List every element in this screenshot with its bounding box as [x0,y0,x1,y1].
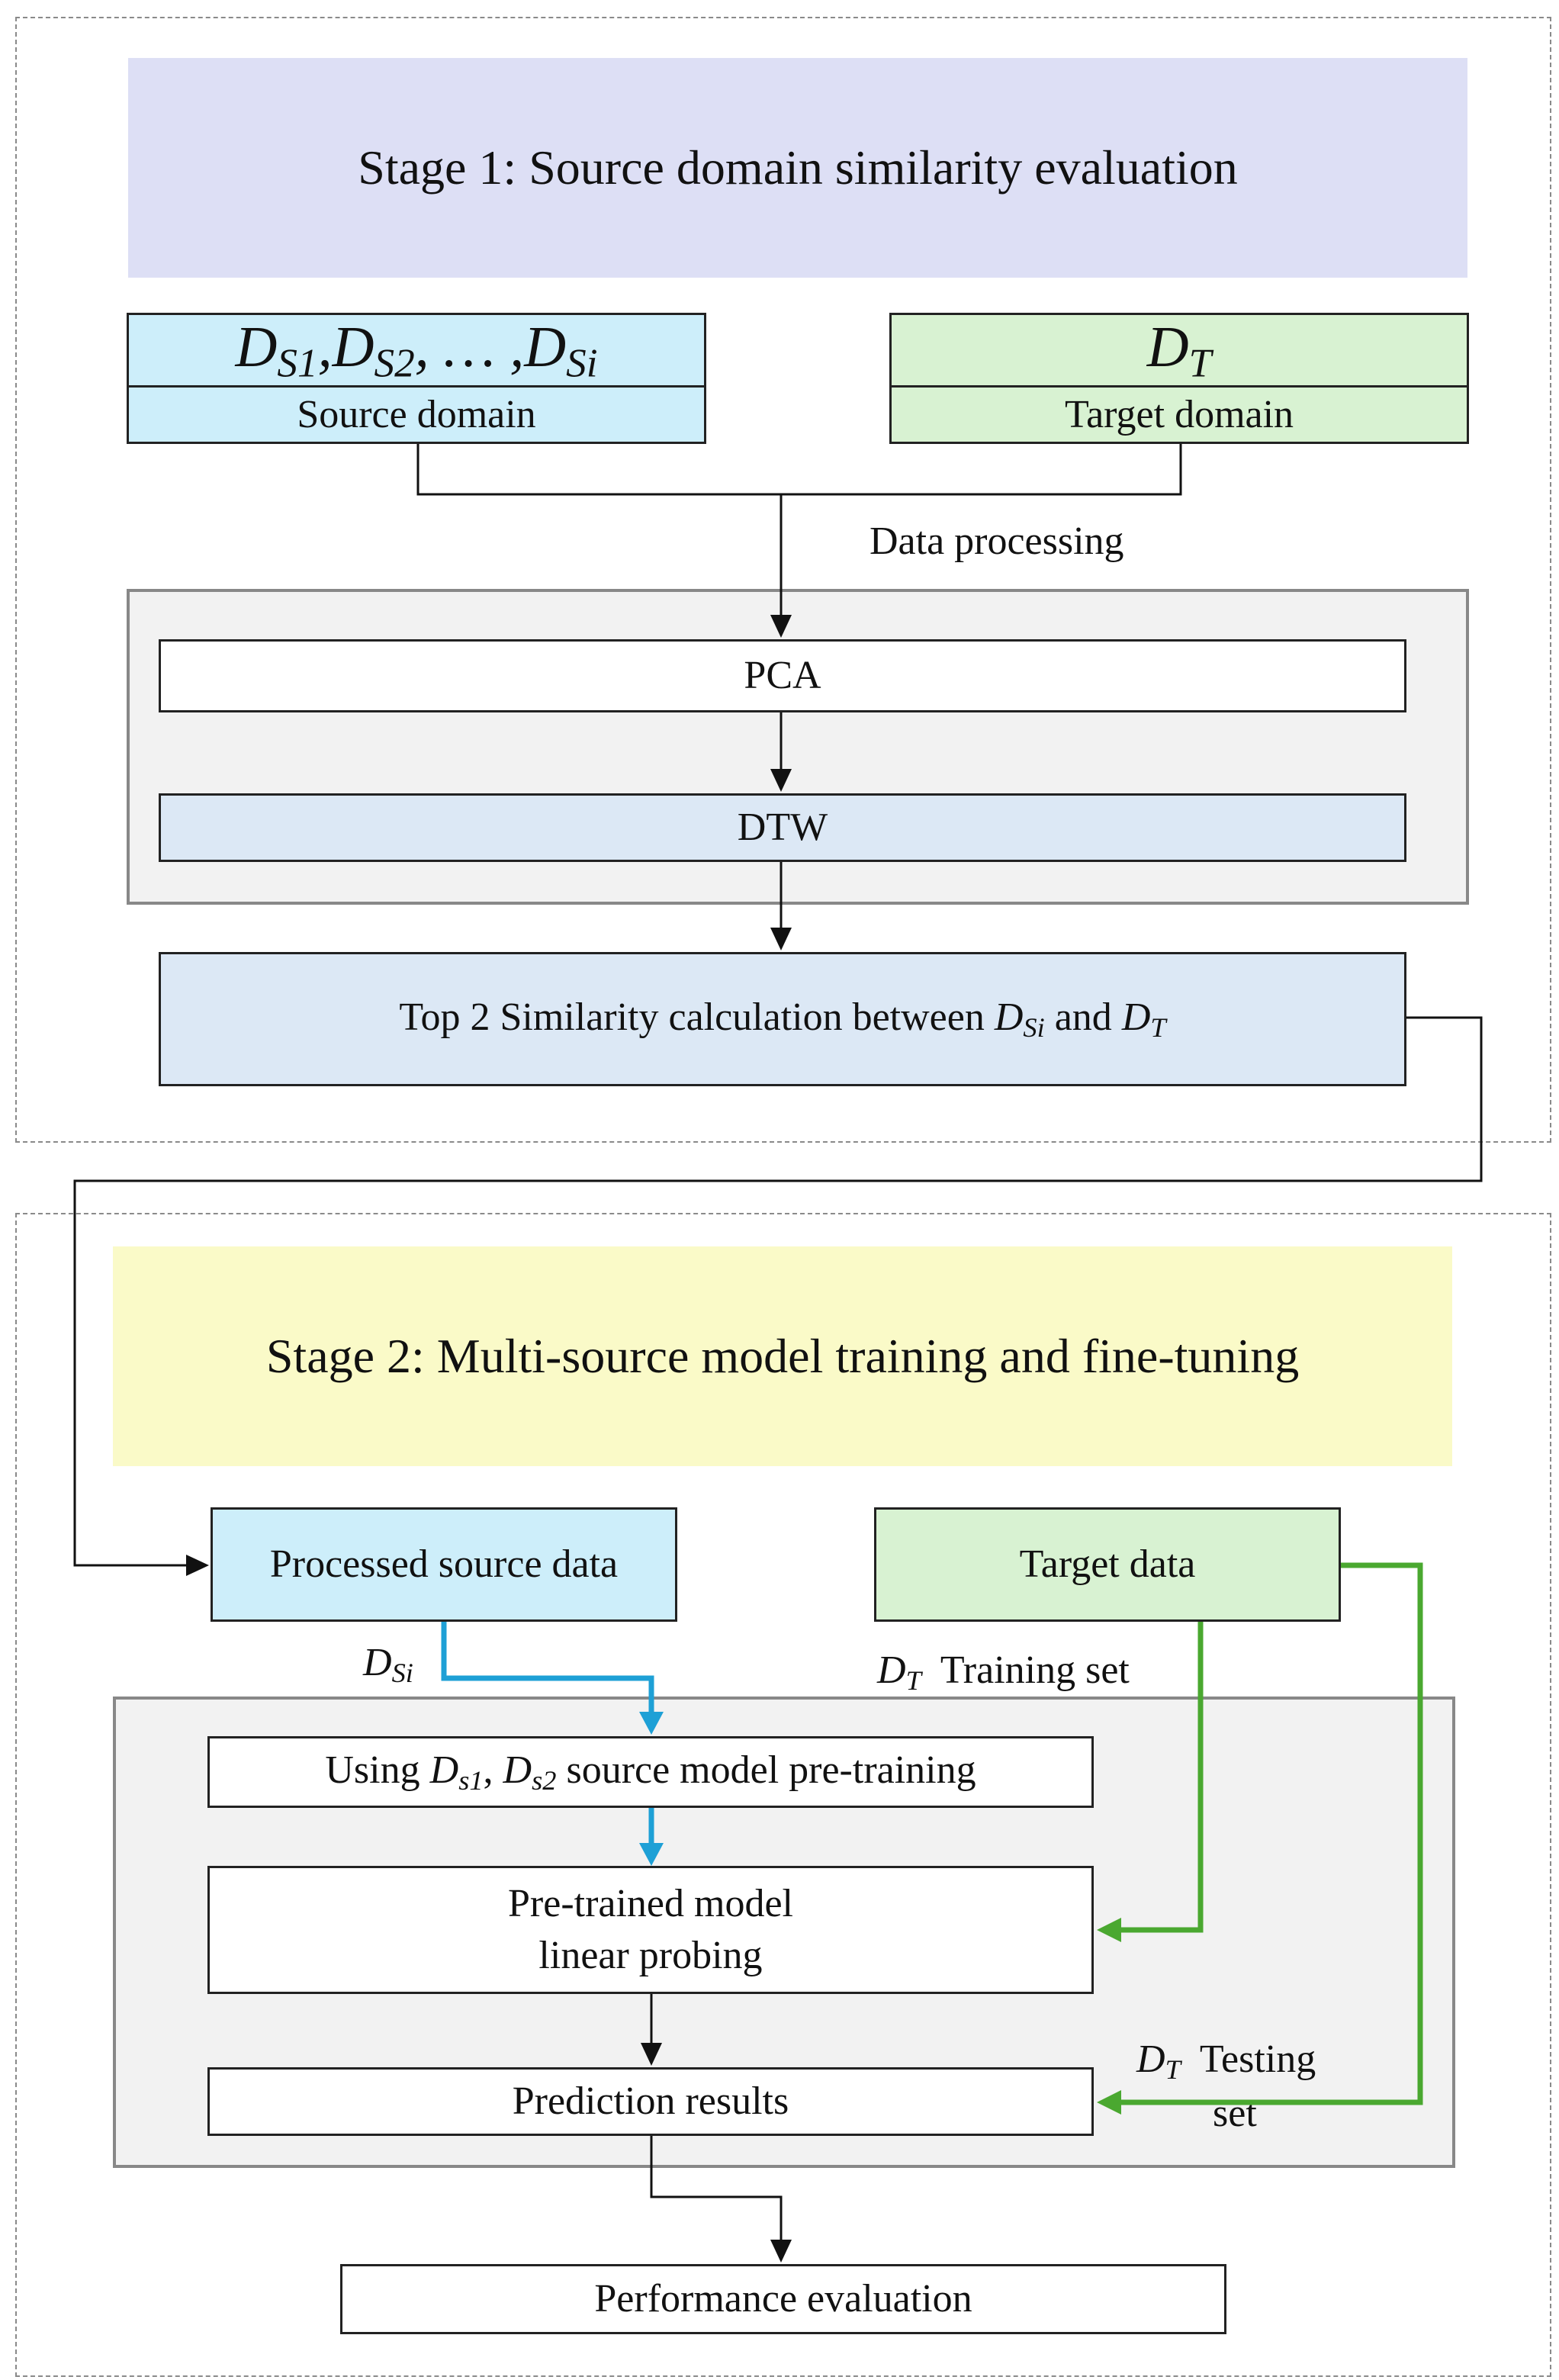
prediction-box: Prediction results [207,2067,1094,2136]
stage1-title: Stage 1: Source domain similarity evalua… [128,58,1467,278]
pca-box: PCA [159,639,1406,712]
source-domain-box: DS1,DS2, … ,DSi Source domain [127,313,706,444]
source-domain-label: Source domain [297,393,536,436]
processed-source-box: Processed source data [211,1507,677,1622]
arrowhead-pca [770,615,792,638]
linear-probing-box: Pre-trained model linear probing [207,1866,1094,1994]
source-domain-symbols: DS1,DS2, … ,DSi [129,315,704,388]
stage1-container [15,17,1551,1143]
arrowhead-dtw [770,769,792,792]
pretrain-using: Using [325,1748,420,1793]
target-domain-label: Target domain [1064,393,1294,436]
stage2-title: Stage 2: Multi-source model training and… [113,1246,1452,1466]
testing-set-label: DT Testing set [1136,2037,1316,2136]
blue-arrow-to-pretraining [441,1622,654,1715]
blue-arrowhead-pretraining [639,1712,664,1735]
green-arrowhead-training [1097,1918,1121,1942]
dsi-label: DSi [363,1641,413,1689]
linear-probe-line1: Pre-trained model [508,1882,793,1926]
arrow-prediction-performance [650,2136,783,2244]
data-processing-label: Data processing [870,519,1124,563]
green-arrow-training [1118,1622,1204,1933]
target-domain-box: DT Target domain [889,313,1469,444]
pretraining-box: Using Ds1, Ds2 source model pre-training [207,1736,1094,1808]
similarity-box: Top 2 Similarity calculation between DSi… [159,952,1406,1086]
target-data-box: Target data [874,1507,1341,1622]
green-arrow-testing [1118,1562,1423,2105]
blue-arrowhead-probing [639,1843,664,1866]
arrowhead-prediction [641,2043,662,2066]
merge-connector [416,444,1182,496]
arrowhead-similarity [770,928,792,950]
green-arrowhead-testing [1097,2090,1121,2115]
similarity-and: and [1054,995,1112,1040]
dtw-box: DTW [159,793,1406,862]
arrow-similarity-processed [73,1016,1483,1567]
similarity-prefix: Top 2 Similarity calculation between [399,995,985,1040]
performance-box: Performance evaluation [340,2264,1226,2334]
stage2-container [15,1213,1551,2377]
training-set-label: DT Training set [877,1648,1130,1697]
arrowhead-processed [186,1555,209,1576]
target-domain-symbol: DT [892,315,1467,388]
arrowhead-performance [770,2240,792,2263]
linear-probe-line2: linear probing [538,1934,763,1977]
pretrain-suffix: source model pre-training [566,1748,976,1793]
